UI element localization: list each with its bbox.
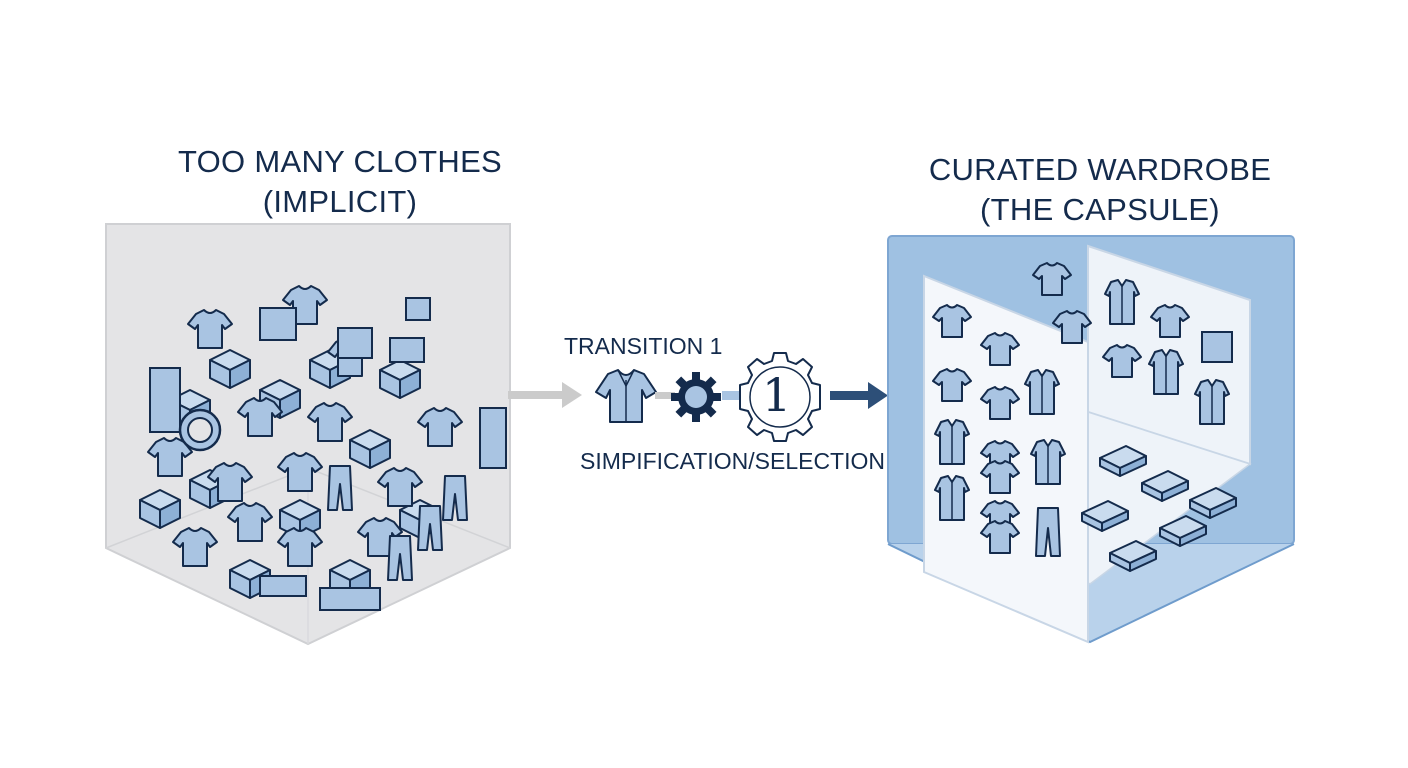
arrow-right-icon	[830, 382, 888, 409]
step-number: 1	[762, 368, 792, 422]
right-title-line2: (THE CAPSULE)	[980, 192, 1220, 227]
cluttered-clothes-box	[100, 218, 520, 650]
capsule-wardrobe-box	[882, 232, 1300, 652]
transition-step: TRANSITION 1 1 SIMPIFICATION/SELECTION	[500, 320, 900, 500]
transition-title: TRANSITION 1	[564, 333, 723, 359]
curated-items	[932, 262, 1237, 572]
right-heading: CURATED WARDROBE (THE CAPSULE)	[900, 150, 1300, 230]
gear-icon	[671, 372, 721, 422]
left-heading: TOO MANY CLOTHES (IMPLICIT)	[150, 142, 530, 222]
left-title-line2: (IMPLICIT)	[262, 184, 418, 219]
left-title-line1: TOO MANY CLOTHES	[177, 144, 503, 179]
transition-caption: SIMPIFICATION/SELECTION	[580, 448, 885, 474]
gear-icon	[739, 352, 821, 442]
arrow-right-icon	[508, 382, 582, 408]
clothing-pile	[139, 285, 507, 611]
shirt-icon	[595, 369, 657, 423]
right-title-line1: CURATED WARDROBE	[928, 152, 1272, 187]
